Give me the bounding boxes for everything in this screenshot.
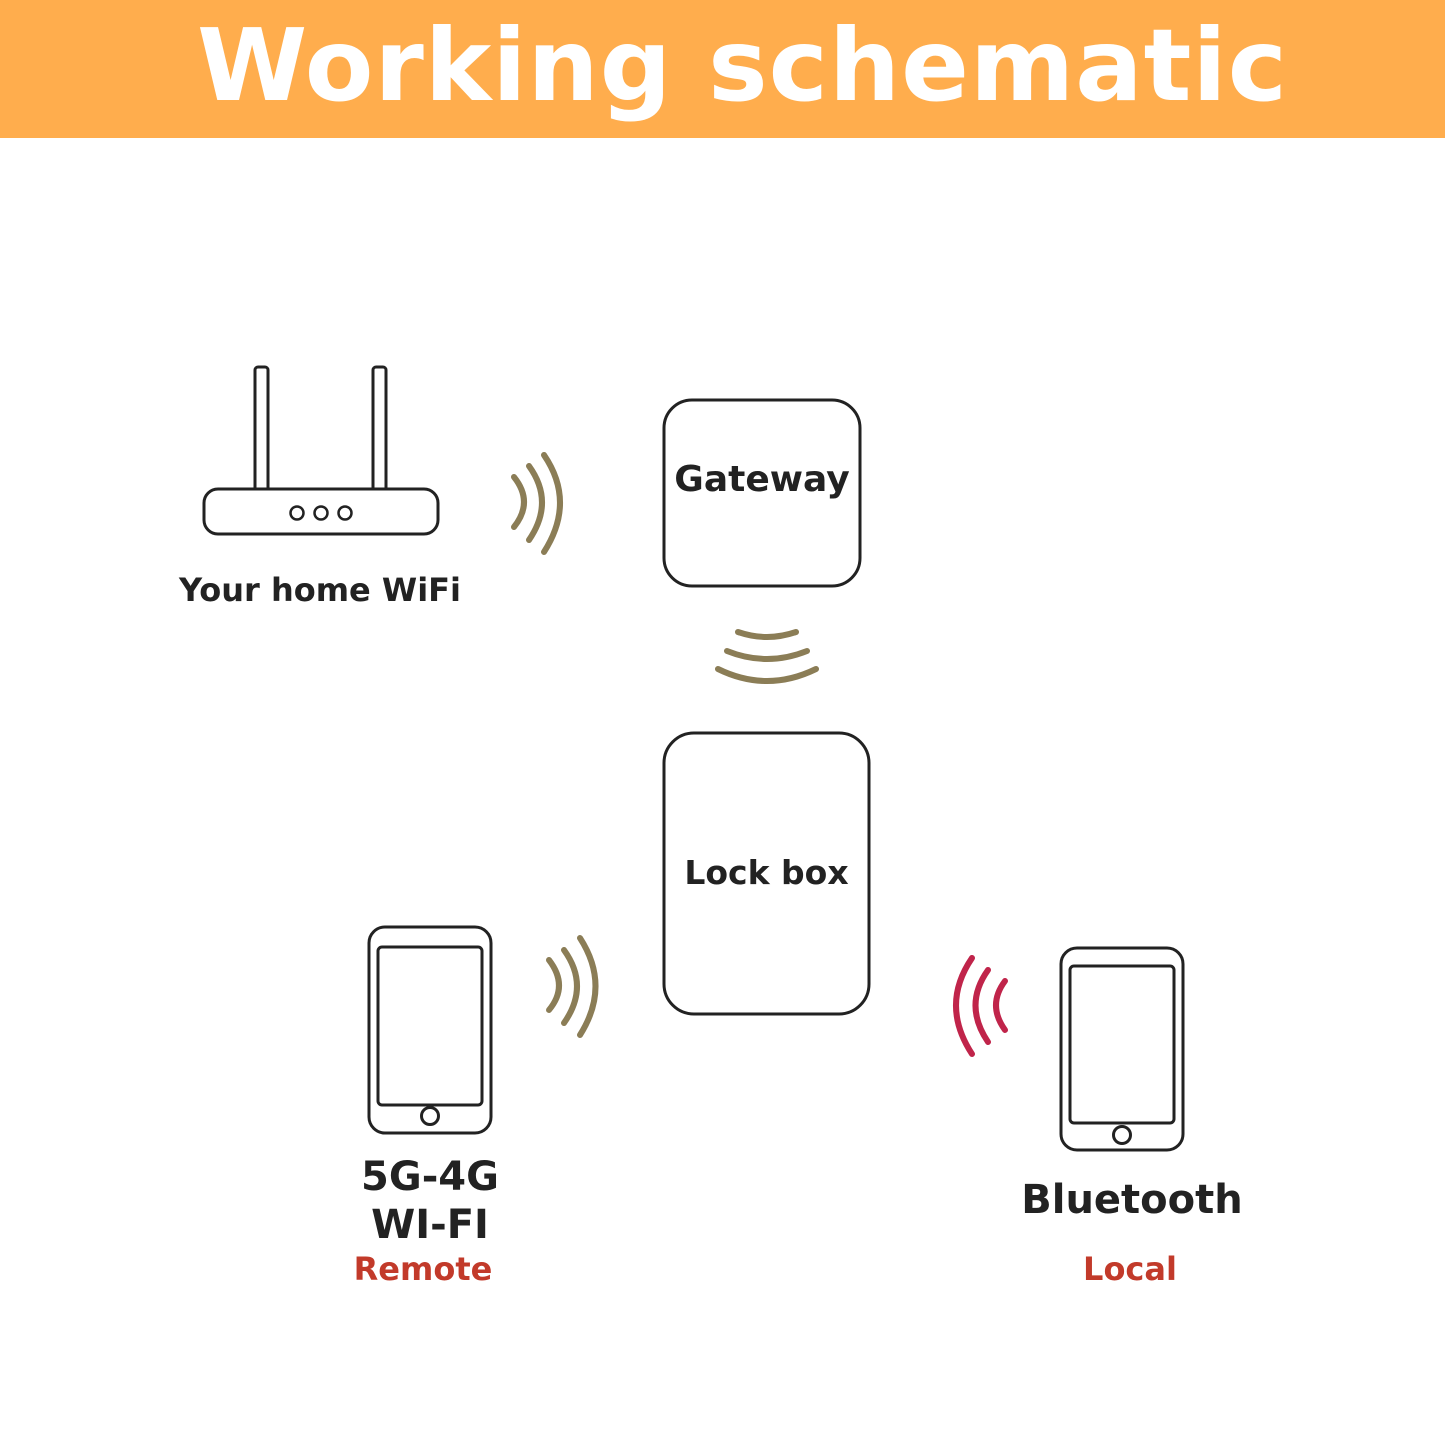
remote-phone-label-line2: WI-FI: [371, 1202, 489, 1248]
smartphone-icon: [1059, 946, 1185, 1152]
remote-mode-label: Remote: [353, 1250, 493, 1288]
router-icon: [202, 365, 440, 536]
page-title: Working schematic: [197, 7, 1288, 124]
wifi-signal-icon: [511, 452, 563, 555]
local-phone-label: Bluetooth: [1021, 1177, 1243, 1223]
lockbox-label: Lock box: [684, 853, 849, 892]
lockbox-box: [662, 731, 871, 1016]
router-label: Your home WiFi: [179, 571, 461, 609]
header-banner: Working schematic: [0, 0, 1445, 138]
remote-phone-label-line1: 5G-4G: [361, 1154, 499, 1200]
bluetooth-signal-icon: [953, 955, 1008, 1057]
wifi-signal-icon: [546, 935, 599, 1038]
gateway-box: [662, 398, 862, 588]
local-mode-label: Local: [1083, 1250, 1177, 1288]
gateway-signal-icon: [715, 629, 819, 684]
gateway-label: Gateway: [674, 459, 850, 500]
smartphone-icon: [367, 925, 493, 1135]
